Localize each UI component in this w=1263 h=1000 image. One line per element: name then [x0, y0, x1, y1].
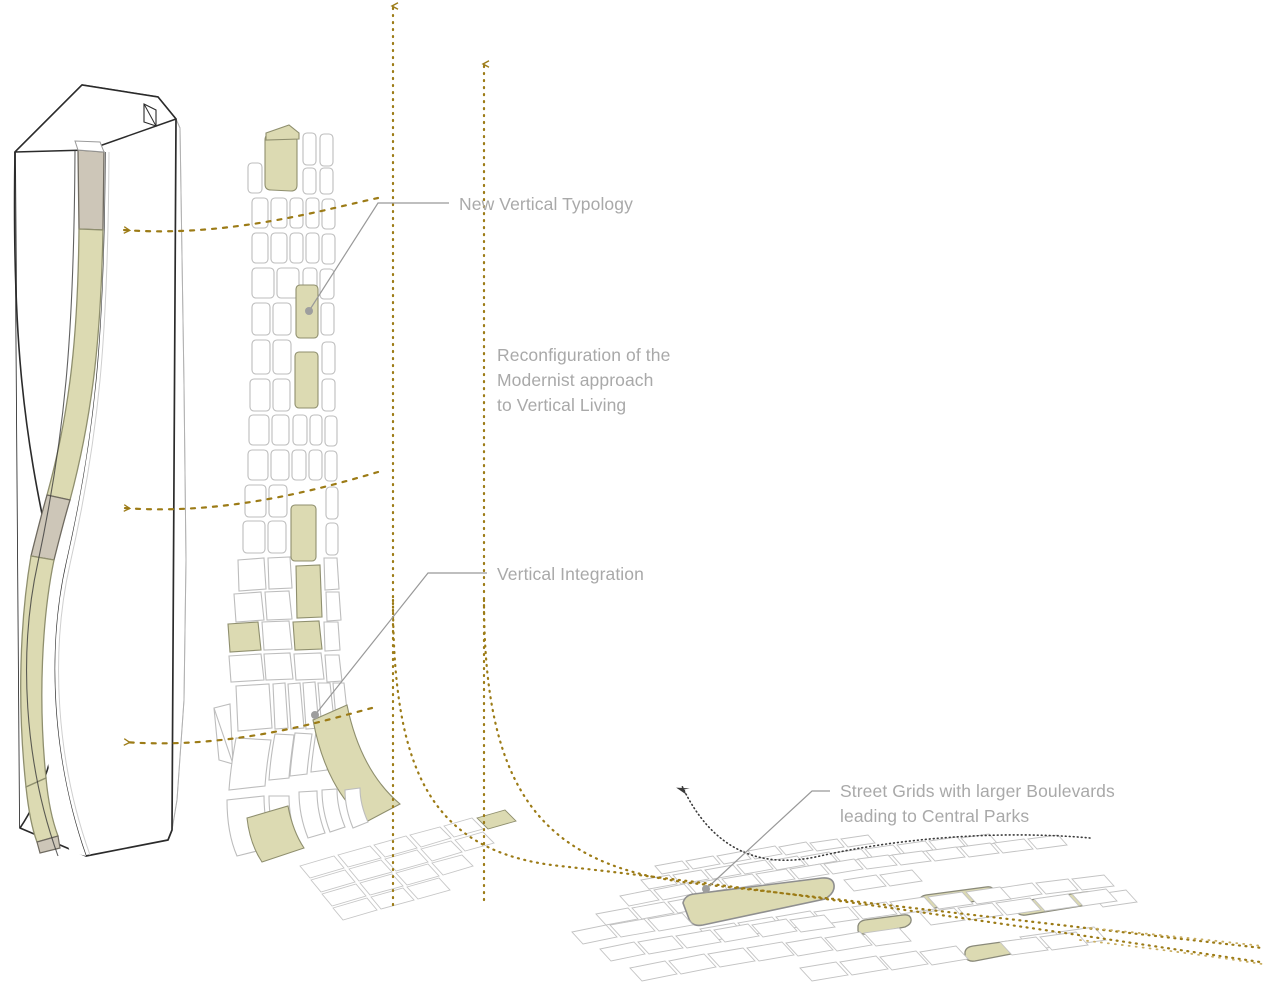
park-block-3: [857, 914, 912, 935]
tower-cells-mid: [227, 556, 343, 683]
annotation-vertical-integration: Vertical Integration: [497, 564, 644, 584]
middle-tower: [213, 124, 517, 921]
left-tower-notch: [143, 103, 157, 127]
grid-row-3: [619, 834, 1068, 907]
ground-sweep-near: [391, 598, 1262, 964]
left-tower-ribbon: [20, 140, 110, 857]
annotation-street-grids: Street Grids with larger Boulevards lead…: [840, 781, 1115, 826]
city-street-grid: [571, 833, 1138, 982]
central-park-block: [682, 877, 835, 927]
tower-base-curve: [226, 704, 517, 921]
leader-street-grids: [705, 790, 830, 890]
leader-dot-street-grids: [702, 885, 710, 893]
flow-lines-gold-fade: [1079, 927, 1263, 965]
grid-row-6: [599, 888, 1118, 962]
band-link-lower: [122, 706, 374, 743]
boulevard-trace: [676, 785, 1091, 862]
band-link-upper: [122, 196, 380, 231]
band-link-middle: [122, 470, 380, 509]
leader-new-vertical-typology: [308, 202, 449, 312]
leader-dot-new-vertical-typology: [305, 307, 313, 315]
grid-row-8: [799, 931, 1089, 982]
leader-lines: [305, 202, 830, 893]
annotation-reconfiguration: Reconfiguration of the Modernist approac…: [497, 345, 671, 415]
annotation-new-vertical-typology: New Vertical Typology: [459, 194, 633, 214]
tower-ground-field: [299, 809, 517, 921]
left-tower: [13, 84, 187, 857]
ground-sweep-far: [482, 598, 1263, 950]
leader-dot-vertical-integration: [311, 711, 319, 719]
leader-vertical-integration: [314, 572, 487, 716]
